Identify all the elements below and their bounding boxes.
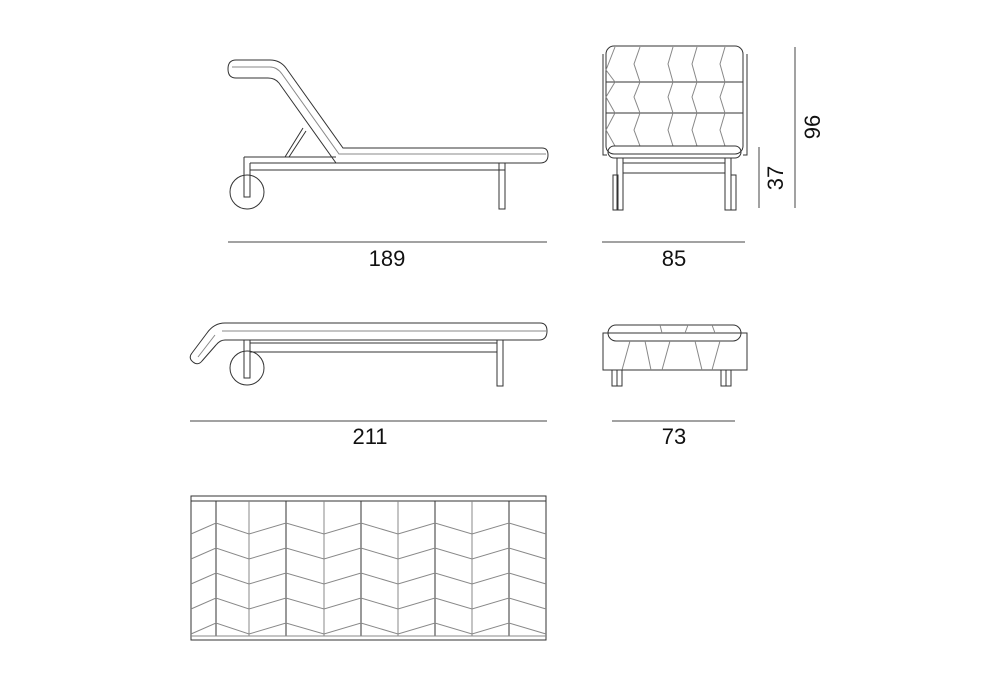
quilt-zigzag — [190, 522, 547, 535]
quilt-zigzag — [190, 622, 547, 635]
front-view — [602, 45, 748, 211]
side-view-reclined — [227, 59, 549, 210]
plan-view — [190, 495, 547, 641]
dimension-label-37: 37 — [763, 166, 788, 190]
quilt-zigzag — [190, 547, 547, 560]
quilt-zigzag — [190, 597, 547, 610]
dimension-label-96: 96 — [800, 115, 825, 139]
dimension-label-211: 211 — [352, 424, 387, 449]
front-view-flat — [602, 324, 748, 387]
quilt-zigzag — [190, 572, 547, 585]
dimension-label-189: 189 — [369, 246, 406, 271]
side-view-flat — [189, 322, 548, 387]
dimension-label-73: 73 — [662, 424, 686, 449]
dimension-label-85: 85 — [662, 246, 686, 271]
